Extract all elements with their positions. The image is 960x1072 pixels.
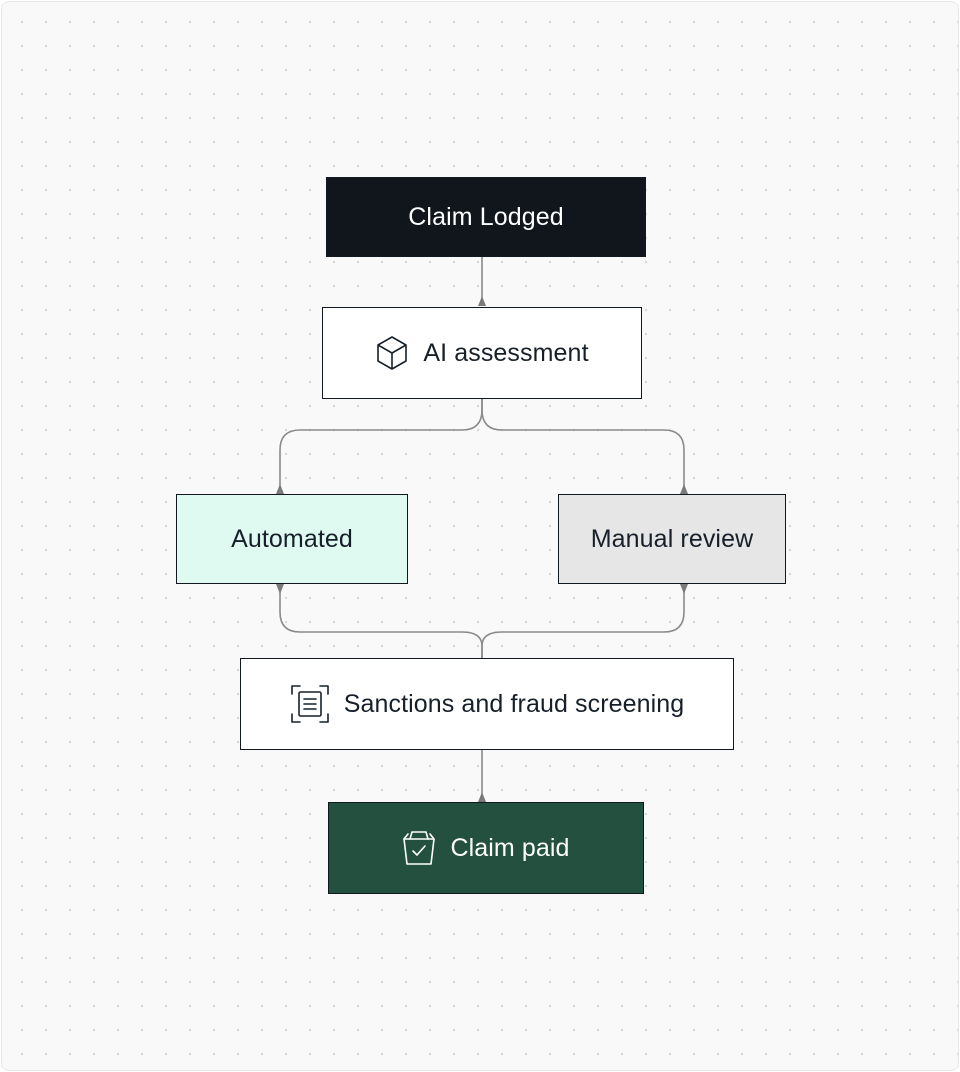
edge-ai-assessment-to-automated [279,398,483,493]
connector-marker [276,484,284,494]
node-automated[interactable]: Automated [176,494,408,584]
cube-icon [375,335,409,371]
node-label: Sanctions and fraud screening [343,689,685,718]
edge-ai-assessment-to-manual-review [481,398,685,493]
node-label: Claim paid [450,833,570,862]
edge-manual-review-to-sanctions-screening [481,584,685,658]
connector-marker [680,484,688,494]
connector-marker [680,584,688,594]
node-label: AI assessment [423,338,589,367]
connector-marker [478,792,486,802]
node-label: Manual review [590,524,754,553]
edge-automated-to-sanctions-screening [279,584,483,658]
connector-marker [276,584,284,594]
node-label: Claim Lodged [408,202,564,231]
node-claim-paid[interactable]: Claim paid [328,802,644,894]
connector-marker [478,296,486,306]
node-sanctions-screening[interactable]: Sanctions and fraud screening [240,658,734,750]
node-label: Automated [231,524,353,553]
shopping-bag-check-icon [402,830,436,866]
document-scan-icon [290,684,330,724]
node-manual-review[interactable]: Manual review [558,494,786,584]
node-ai-assessment[interactable]: AI assessment [322,307,642,399]
node-claim-lodged[interactable]: Claim Lodged [326,177,646,257]
